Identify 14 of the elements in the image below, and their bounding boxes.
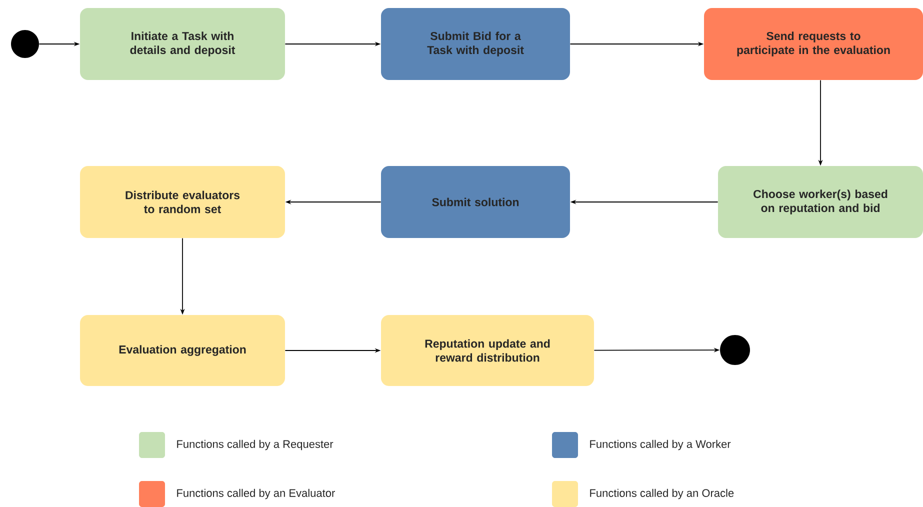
- process-box: Send requests to participate in the evaluation: [704, 8, 923, 80]
- legend-label: Functions called by an Oracle: [590, 488, 734, 500]
- legend-label: Functions called by a Requester: [177, 440, 334, 450]
- legend-label: Functions called by an Evaluator: [177, 488, 335, 500]
- process-box: Distribute evaluators to random set: [80, 166, 285, 238]
- start-circle: [11, 30, 39, 58]
- process-box: Choose worker(s) based on reputation and bid: [718, 166, 923, 238]
- legend-label: Functions called by a Worker: [590, 440, 731, 450]
- process-box: Submit solution: [381, 166, 570, 238]
- end-circle: [720, 335, 750, 365]
- process-box: Submit Bid for a Task with deposit: [381, 8, 570, 80]
- process-box: Reputation update and reward distribution: [381, 315, 594, 386]
- process-box: Evaluation aggregation: [80, 315, 285, 386]
- process-box: Initiate a Task with details and deposit: [80, 8, 285, 80]
